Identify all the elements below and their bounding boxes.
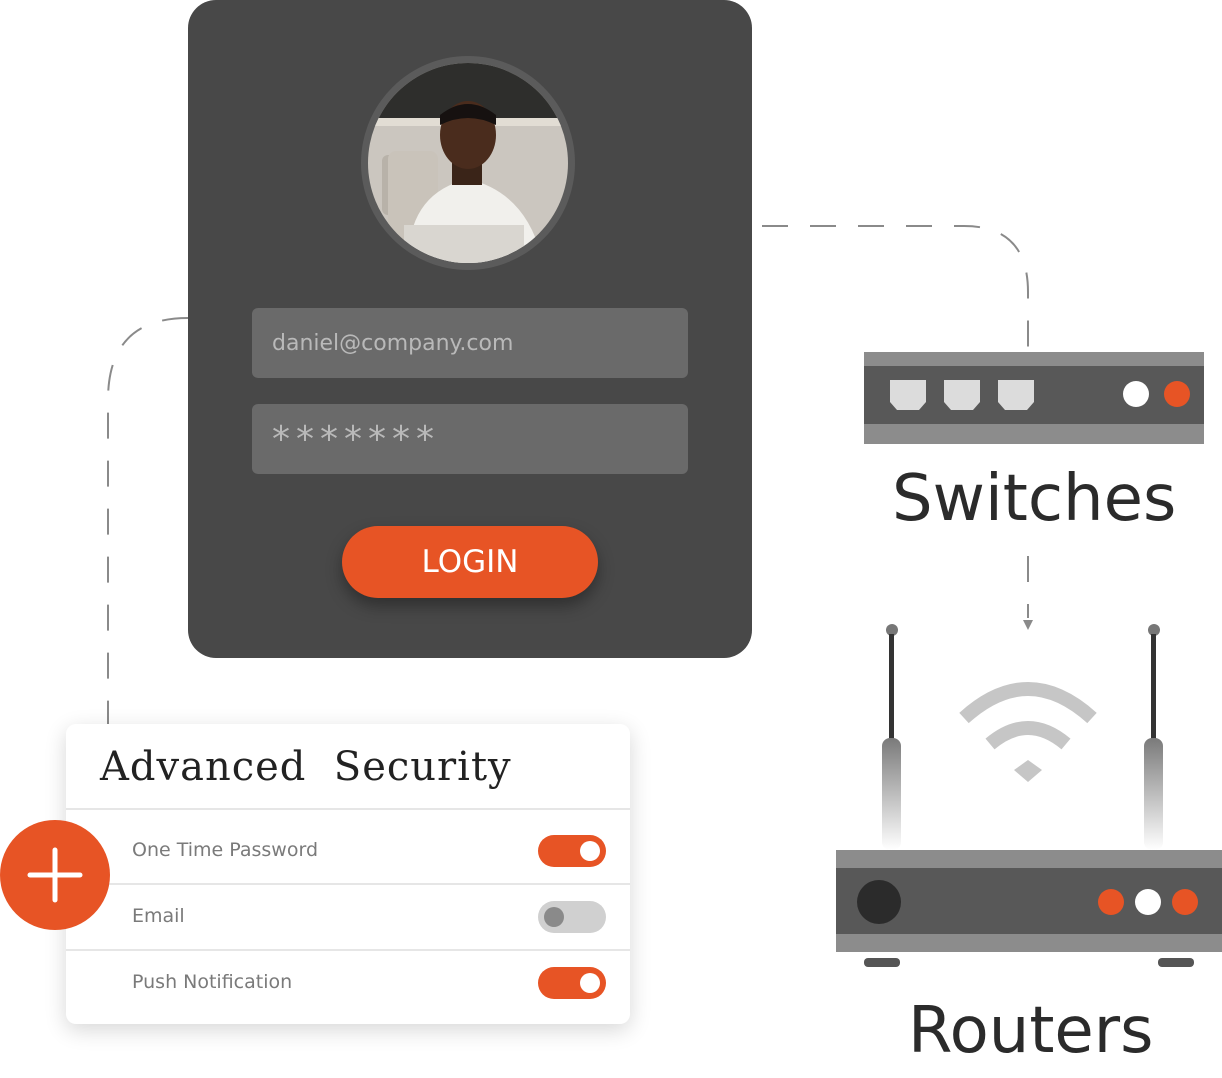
toggle-knob — [580, 973, 600, 993]
email-field-value: daniel@company.com — [272, 330, 514, 356]
switches-caption: Switches — [892, 462, 1177, 536]
avatar — [368, 63, 568, 263]
password-field-value: ******* — [272, 418, 440, 460]
router-status-light — [1098, 889, 1124, 915]
avatar-photo — [368, 63, 568, 263]
security-option-one-time-password: One Time Password — [66, 819, 630, 883]
router-status-light — [1135, 889, 1161, 915]
toggle-knob — [544, 907, 564, 927]
advanced-security-title: Advanced Security — [100, 744, 512, 790]
login-card: daniel@company.com ******* LOGIN — [188, 0, 752, 658]
security-header-divider — [66, 808, 630, 810]
router-icon — [836, 624, 1222, 967]
security-row-divider — [66, 949, 630, 951]
one-time-password-toggle[interactable] — [538, 835, 606, 867]
routers-caption: Routers — [908, 994, 1154, 1068]
option-label-one-time-password: One Time Password — [132, 839, 319, 861]
advanced-security-panel: Advanced Security One Time Password Emai… — [66, 724, 630, 1024]
switch-icon — [864, 352, 1204, 444]
push-notification-toggle[interactable] — [538, 967, 606, 999]
option-label-email: Email — [132, 905, 185, 927]
connector-card-to-switch — [762, 225, 1029, 352]
switch-port-icon — [890, 380, 926, 410]
toggle-knob — [580, 841, 600, 861]
switch-port-icon — [944, 380, 980, 410]
option-label-push-notification: Push Notification — [132, 971, 293, 993]
switch-status-light — [1164, 381, 1190, 407]
plus-icon — [27, 847, 83, 903]
add-button[interactable] — [0, 820, 110, 930]
switch-port-icon — [998, 380, 1034, 410]
antenna-right — [1144, 624, 1163, 850]
login-button-label: LOGIN — [421, 544, 519, 580]
connector-card-to-security — [107, 317, 189, 724]
connector-arrow-icon — [1023, 620, 1033, 630]
email-field[interactable]: daniel@company.com — [252, 308, 688, 378]
login-button[interactable]: LOGIN — [342, 526, 598, 598]
security-option-email: Email — [66, 885, 630, 949]
switch-status-light — [1123, 381, 1149, 407]
email-toggle[interactable] — [538, 901, 606, 933]
avatar-ring — [361, 56, 575, 270]
wifi-icon — [959, 682, 1097, 750]
security-row-divider — [66, 883, 630, 885]
security-option-push-notification: Push Notification — [66, 951, 630, 1015]
router-status-light — [1172, 889, 1198, 915]
router-power-button — [857, 880, 901, 924]
password-field[interactable]: ******* — [252, 404, 688, 474]
antenna-left — [882, 624, 901, 850]
